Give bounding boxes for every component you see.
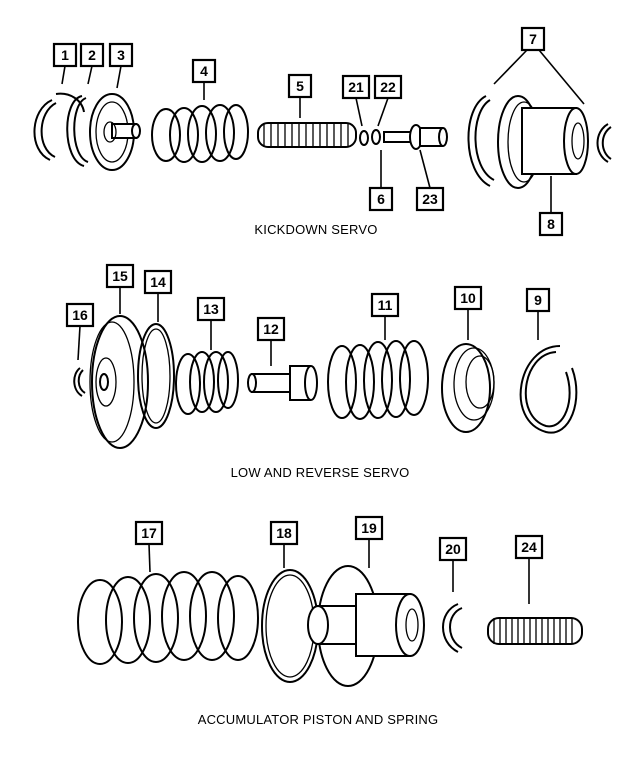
- part-21-washer: [359, 130, 369, 146]
- svg-text:5: 5: [296, 78, 304, 94]
- part-5-small-spring: [257, 122, 357, 148]
- callout-10: 10: [453, 285, 483, 340]
- callout-24: 24: [514, 534, 544, 604]
- svg-text:21: 21: [348, 79, 364, 95]
- part-1-snap-ring: [33, 92, 85, 161]
- part-8-piston: [497, 95, 589, 189]
- svg-text:16: 16: [72, 307, 88, 323]
- svg-text:10: 10: [460, 290, 476, 306]
- accumulator-group: [77, 565, 583, 687]
- svg-text:17: 17: [141, 525, 157, 541]
- svg-text:22: 22: [380, 79, 396, 95]
- svg-text:7: 7: [529, 31, 537, 47]
- svg-text:6: 6: [377, 191, 385, 207]
- kickdown-servo-group: [33, 92, 612, 189]
- callout-15: 15: [105, 263, 135, 314]
- svg-text:19: 19: [361, 520, 377, 536]
- callout-22: 22: [373, 74, 403, 127]
- kickdown-servo-title: KICKDOWN SERVO: [254, 222, 377, 237]
- part-3-piston: [89, 93, 141, 171]
- part-6-23-rod: [383, 124, 448, 150]
- svg-text:12: 12: [263, 321, 279, 337]
- accumulator-callouts: 17 18 19 20 24 ACCUMULATOR PISTON AND SP…: [134, 515, 544, 727]
- callout-20: 20: [438, 536, 468, 592]
- part-12-plug: [247, 365, 318, 401]
- svg-text:1: 1: [61, 47, 69, 63]
- svg-text:20: 20: [445, 541, 461, 557]
- part-10-retainer: [441, 343, 495, 433]
- callout-5: 5: [287, 73, 313, 118]
- callout-16: 16: [65, 302, 95, 361]
- callout-6: 6: [368, 150, 394, 212]
- svg-text:24: 24: [521, 539, 537, 555]
- svg-text:3: 3: [117, 47, 125, 63]
- low-reverse-servo-title: LOW AND REVERSE SERVO: [231, 465, 410, 480]
- callout-12: 12: [256, 316, 286, 366]
- callout-17: 17: [134, 520, 164, 573]
- callout-19: 19: [354, 515, 384, 568]
- callout-2: 2: [79, 42, 105, 85]
- svg-text:23: 23: [422, 191, 438, 207]
- part-13-spring: [175, 351, 239, 415]
- callout-21: 21: [341, 74, 371, 127]
- part-22-ring: [371, 129, 381, 145]
- svg-text:13: 13: [203, 301, 219, 317]
- part-24-spring: [487, 617, 583, 645]
- svg-text:2: 2: [88, 47, 96, 63]
- callout-13: 13: [196, 296, 226, 350]
- callout-7: 7: [493, 26, 585, 105]
- low-reverse-callouts: 16 15 14 13 12 11 10: [65, 263, 551, 480]
- svg-text:4: 4: [200, 63, 208, 79]
- kickdown-callouts: 1 2 3 4 5 21 22: [52, 26, 585, 237]
- part-7-snap-ring-right: [596, 123, 612, 163]
- svg-text:15: 15: [112, 268, 128, 284]
- callout-18: 18: [269, 520, 299, 568]
- part-20-snap-ring: [442, 603, 463, 653]
- callout-1: 1: [52, 42, 78, 85]
- part-16-snap-ring: [73, 367, 86, 397]
- part-14-seal-ring: [137, 323, 175, 429]
- part-11-spring: [327, 340, 429, 420]
- callout-11: 11: [370, 292, 400, 340]
- accumulator-title: ACCUMULATOR PISTON AND SPRING: [198, 712, 439, 727]
- svg-text:9: 9: [534, 292, 542, 308]
- part-19-piston: [307, 565, 425, 687]
- part-17-spring: [77, 571, 259, 665]
- part-9-snap-ring: [519, 345, 578, 434]
- callout-14: 14: [143, 269, 173, 322]
- part-7-snap-ring-left: [467, 95, 495, 187]
- low-reverse-servo-group: [73, 315, 578, 449]
- callout-23: 23: [415, 149, 445, 212]
- callout-8: 8: [538, 176, 564, 237]
- part-4-spring: [151, 104, 249, 163]
- svg-text:8: 8: [547, 216, 555, 232]
- part-2-seal-ring: [66, 95, 89, 167]
- callout-9: 9: [525, 287, 551, 340]
- part-15-piston: [89, 315, 149, 449]
- callout-3: 3: [108, 42, 134, 89]
- svg-text:11: 11: [378, 297, 393, 313]
- svg-text:18: 18: [276, 525, 292, 541]
- callout-4: 4: [191, 58, 217, 100]
- svg-text:14: 14: [150, 274, 166, 290]
